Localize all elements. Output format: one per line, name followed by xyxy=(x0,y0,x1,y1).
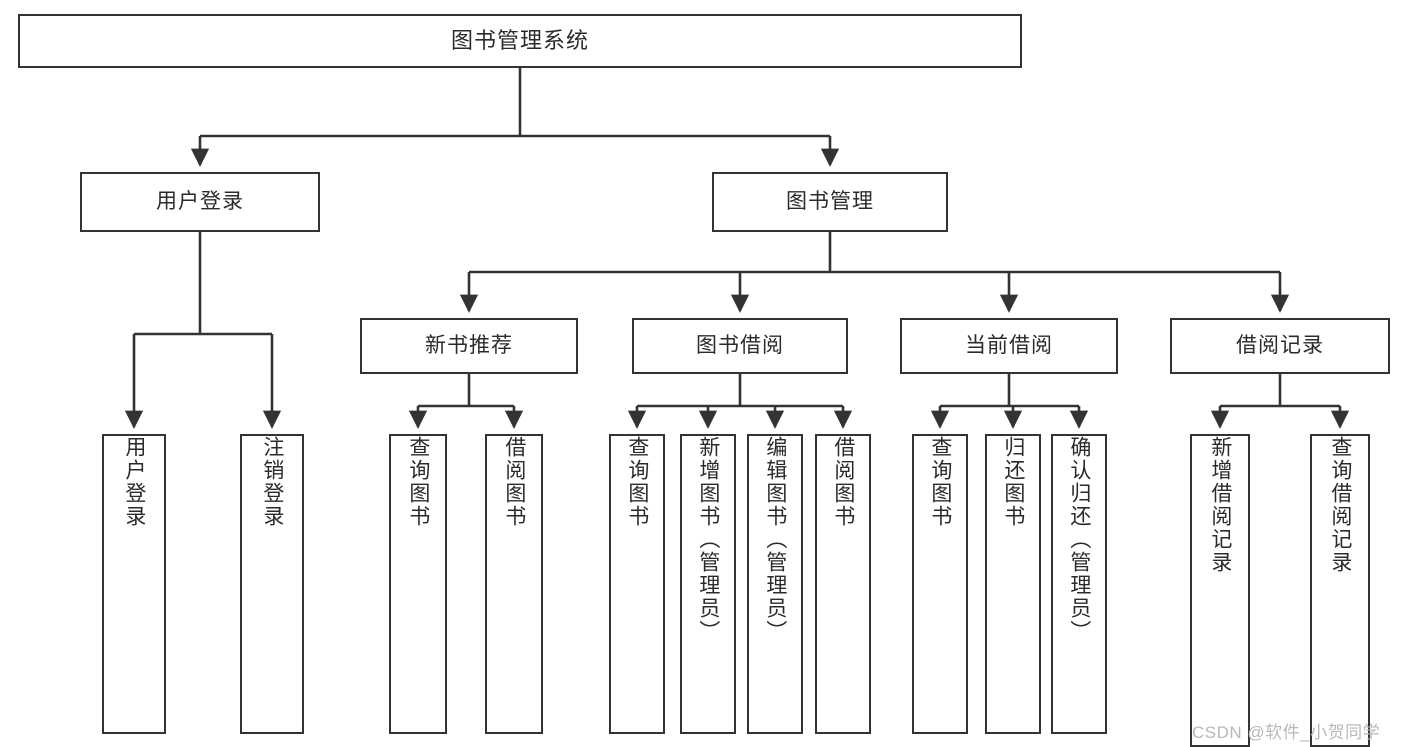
leaf-node[interactable]: 确认归还（管理员） xyxy=(1051,434,1107,734)
leaf-node[interactable]: 用户登录 xyxy=(102,434,166,734)
leaf-label: 查询图书 xyxy=(406,436,430,528)
leaf-label: 借阅图书 xyxy=(502,436,526,528)
leaf-label: 确认归还（管理员） xyxy=(1067,436,1091,643)
leaf-node[interactable]: 借阅图书 xyxy=(485,434,543,734)
csdn-watermark: CSDN @软件_小贺同学 xyxy=(1192,723,1381,742)
leaf-node[interactable]: 借阅图书 xyxy=(815,434,871,734)
leaf-label: 用户登录 xyxy=(122,436,146,528)
leaf-label: 编辑图书（管理员） xyxy=(763,436,787,643)
leaf-node[interactable]: 新增借阅记录 xyxy=(1190,434,1250,747)
leaf-node[interactable]: 查询图书 xyxy=(609,434,665,734)
node-book-management[interactable]: 图书管理 xyxy=(712,172,948,232)
leaf-label: 归还图书 xyxy=(1001,436,1025,528)
leaf-label: 新增借阅记录 xyxy=(1208,436,1232,574)
leaf-node[interactable]: 新增图书（管理员） xyxy=(680,434,736,734)
node-current-borrow[interactable]: 当前借阅 xyxy=(900,318,1118,374)
leaf-node[interactable]: 归还图书 xyxy=(985,434,1041,734)
leaf-label: 借阅图书 xyxy=(831,436,855,528)
leaf-node[interactable]: 查询借阅记录 xyxy=(1310,434,1370,747)
node-new-book-recommend[interactable]: 新书推荐 xyxy=(360,318,578,374)
leaf-label: 查询图书 xyxy=(928,436,952,528)
leaf-node[interactable]: 查询图书 xyxy=(389,434,447,734)
leaf-node[interactable]: 查询图书 xyxy=(912,434,968,734)
node-borrow-record[interactable]: 借阅记录 xyxy=(1170,318,1390,374)
node-book-borrow[interactable]: 图书借阅 xyxy=(632,318,848,374)
node-user-login[interactable]: 用户登录 xyxy=(80,172,320,232)
leaf-label: 注销登录 xyxy=(260,436,284,528)
leaf-label: 查询借阅记录 xyxy=(1328,436,1352,574)
leaf-label: 查询图书 xyxy=(625,436,649,528)
leaf-node[interactable]: 注销登录 xyxy=(240,434,304,734)
leaf-node[interactable]: 编辑图书（管理员） xyxy=(747,434,803,734)
node-root[interactable]: 图书管理系统 xyxy=(18,14,1022,68)
leaf-label: 新增图书（管理员） xyxy=(696,436,720,643)
